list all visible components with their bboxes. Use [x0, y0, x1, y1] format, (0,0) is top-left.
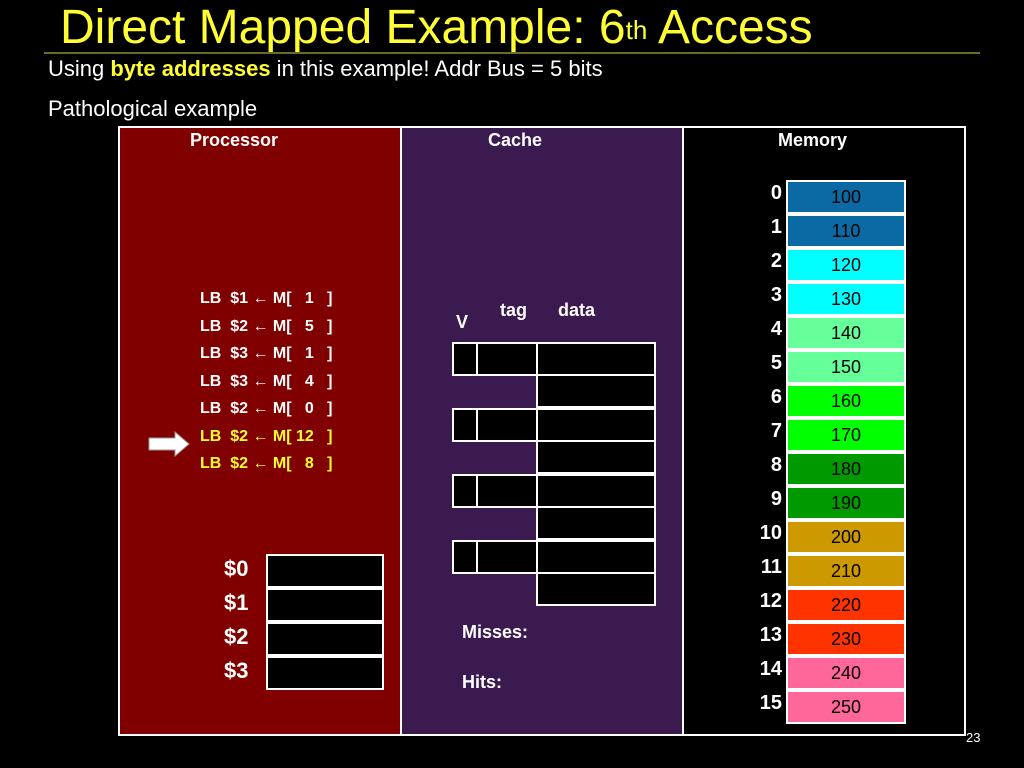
- register-label: $3: [224, 658, 249, 683]
- memory-cell: 120: [786, 248, 906, 282]
- memory-address-label: 4: [770, 318, 782, 340]
- memory-address-label: 2: [770, 250, 782, 272]
- title-divider: [44, 52, 980, 54]
- memory-address-label: 0: [770, 182, 782, 204]
- register-label: $0: [224, 556, 249, 581]
- memory-address-label: 10: [759, 522, 782, 544]
- processor-panel: Processor LB $1 ← M[ 1 ] LB $2 ← M[ 5 ] LB…: [120, 128, 402, 734]
- page-number: 23: [966, 730, 981, 745]
- memory-address-label: 9: [770, 488, 782, 510]
- memory-cell: 240: [786, 656, 906, 690]
- instruction-6: LB $2 ← M[ 12 ]: [200, 427, 333, 445]
- cache-tag: [476, 408, 538, 442]
- subtitle-line-1: Using byte addresses in this example! Ad…: [48, 56, 603, 82]
- register-label: $1: [224, 590, 249, 615]
- processor-heading: Processor: [190, 130, 279, 150]
- cache-heading: Cache: [488, 130, 543, 150]
- instruction-7: LB $2 ← M[ 8 ]: [200, 455, 333, 472]
- cache-data-byte-0: [536, 540, 656, 574]
- memory-cell: 250: [786, 690, 906, 724]
- memory-address-label: 7: [770, 420, 782, 442]
- diagram-frame: Processor LB $1 ← M[ 1 ] LB $2 ← M[ 5 ] LB…: [118, 126, 966, 736]
- memory-cell: 100: [786, 180, 906, 214]
- memory-address-label: 6: [770, 386, 782, 408]
- memory-cell: 130: [786, 282, 906, 316]
- memory-cell: 190: [786, 486, 906, 520]
- subtitle-post: in this example! Addr Bus = 5 bits: [270, 56, 603, 81]
- cache-tag: [476, 540, 538, 574]
- cache-panel: Cache V tag data Misses: Hits:: [402, 128, 684, 734]
- cache-data-byte-1: [536, 506, 656, 540]
- slide-title-superscript: th: [625, 15, 648, 45]
- memory-cell: 180: [786, 452, 906, 486]
- subtitle-line-2: Pathological example: [48, 96, 258, 121]
- cache-data-byte-0: [536, 474, 656, 508]
- cache-data-byte-1: [536, 374, 656, 408]
- cache-tag: [476, 342, 538, 376]
- slide-title-end: Access: [647, 1, 813, 54]
- subtitle-pre: Using: [48, 56, 111, 81]
- memory-address-label: 5: [770, 352, 782, 374]
- slide-title: Direct Mapped Example: 6th Access: [60, 2, 813, 54]
- cache-valid-bit: [452, 474, 478, 508]
- cache-col-valid: V: [456, 312, 469, 332]
- register-value-box: [266, 622, 384, 656]
- memory-address-label: 12: [759, 590, 782, 612]
- hits-label: Hits:: [462, 672, 502, 692]
- instruction-5: LB $2 ← M[ 0 ]: [200, 400, 333, 417]
- cache-tag: [476, 474, 538, 508]
- instruction-1: LB $1 ← M[ 1 ]: [200, 290, 333, 307]
- slide-title-main: Direct Mapped Example: 6: [60, 1, 626, 54]
- memory-cell: 170: [786, 418, 906, 452]
- instruction-3: LB $3 ← M[ 1 ]: [200, 345, 333, 362]
- memory-address-label: 14: [759, 658, 782, 680]
- memory-address-label: 15: [759, 692, 782, 714]
- memory-address-label: 8: [770, 454, 782, 476]
- memory-address-label: 1: [770, 216, 782, 238]
- register-label: $2: [224, 624, 249, 649]
- memory-cell: 210: [786, 554, 906, 588]
- instruction-4: LB $3 ← M[ 4 ]: [200, 372, 333, 390]
- memory-cell: 110: [786, 214, 906, 248]
- memory-cell: 230: [786, 622, 906, 656]
- cache-data-byte-1: [536, 572, 656, 606]
- cache-data-byte-0: [536, 342, 656, 376]
- instruction-2: LB $2 ← M[ 5 ]: [200, 317, 333, 335]
- cache-col-tag: tag: [500, 300, 527, 320]
- memory-cell: 200: [786, 520, 906, 554]
- memory-address-label: 13: [759, 624, 782, 646]
- register-value-box: [266, 656, 384, 690]
- cache-data-byte-1: [536, 440, 656, 474]
- memory-cell: 140: [786, 316, 906, 350]
- cache-data-byte-0: [536, 408, 656, 442]
- misses-label: Misses:: [462, 622, 529, 642]
- memory-heading: Memory: [778, 130, 848, 150]
- memory-cell: 160: [786, 384, 906, 418]
- right-arrow-icon: [148, 430, 190, 458]
- cache-valid-bit: [452, 342, 478, 376]
- register-value-box: [266, 588, 384, 622]
- cache-valid-bit: [452, 408, 478, 442]
- subtitle-highlight: byte addresses: [110, 56, 271, 81]
- cache-col-data: data: [558, 300, 596, 320]
- memory-address-label: 11: [760, 556, 782, 578]
- memory-address-label: 3: [770, 284, 782, 306]
- cache-valid-bit: [452, 540, 478, 574]
- memory-cell: 150: [786, 350, 906, 384]
- register-value-box: [266, 554, 384, 588]
- memory-cell: 220: [786, 588, 906, 622]
